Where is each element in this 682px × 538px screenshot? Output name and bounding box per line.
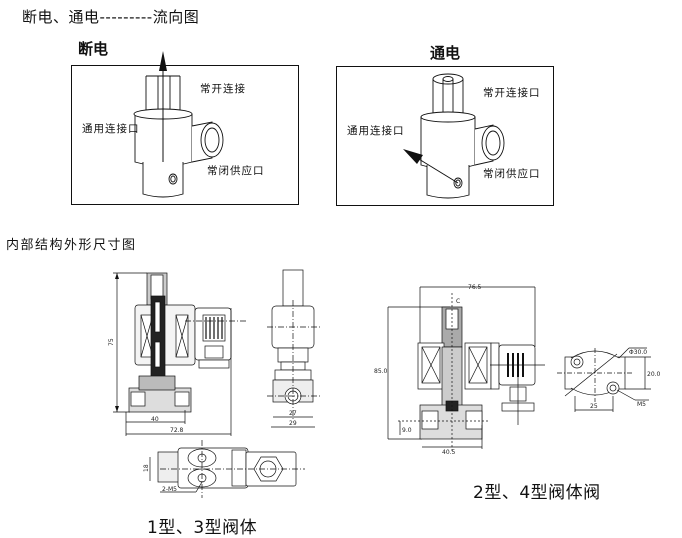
power-off-title: 断电 [78,40,109,58]
common-port-label: 通用连接口 [82,123,140,135]
dim-hole-spacing-25: 25 [590,403,598,410]
type24-flange-view: Φ30.0 20.0 M5 25 [557,347,661,412]
flow-arrow-up-icon [159,51,167,71]
normally-closed-supply-label: 常闭供应口 [207,165,265,177]
dim-side-inner-27: 27 [289,410,297,417]
normally-closed-supply-label: 常闭供应口 [483,168,541,180]
dim-total-width-72-8: 72.8 [170,427,184,434]
dim-thread-m5: M5 [637,401,646,408]
type24-caption: 2型、4型阀体阀 [473,483,601,503]
dim-body-width-40-5: 40.5 [442,449,456,456]
type13-side-view: 27 29 [267,269,321,428]
flow-arrow-icon [403,149,423,164]
common-port-label: 通用连接口 [347,125,405,137]
dim-side-outer-29: 29 [289,420,297,427]
power-on-frame: 常开连接口 通用连接口 常闭供应口 [336,66,554,206]
power-off-valve-drawing [133,51,224,198]
type24-front-view: 76.5 C 85.0 9.0 40.5 [374,284,545,456]
section-title: 内部结构外形尺寸图 [6,238,137,253]
dim-height-85: 85.0 [374,368,388,375]
power-on-valve-drawing [403,73,505,199]
dim-thread-2-m5: 2-M5 [162,486,177,493]
dim-flange-height-20: 20.0 [647,371,661,378]
type13-bottom-view: 18 2-M5 [143,440,305,498]
normally-open-port-label: 常开连接口 [483,87,541,99]
type13-caption: 1型、3型阀体 [147,518,258,538]
page-title: 断电、通电---------流向图 [22,8,200,26]
dim-port-offset-9: 9.0 [402,427,412,434]
dim-bottom-spacing-18: 18 [143,464,150,472]
dim-total-width-76-5: 76.5 [468,284,482,291]
dim-center-mark-c: C [456,298,460,305]
normally-open-port-label: 常开连接 [200,83,246,95]
power-off-frame: 常开连接 通用连接口 常闭供应口 [71,51,299,205]
dim-body-width-40: 40 [151,416,159,423]
type13-front-view: 75 40 72.8 [108,272,247,436]
dim-height-75: 75 [108,338,115,346]
power-on-title: 通电 [430,44,461,62]
dim-diameter-30: Φ30.0 [629,349,647,356]
